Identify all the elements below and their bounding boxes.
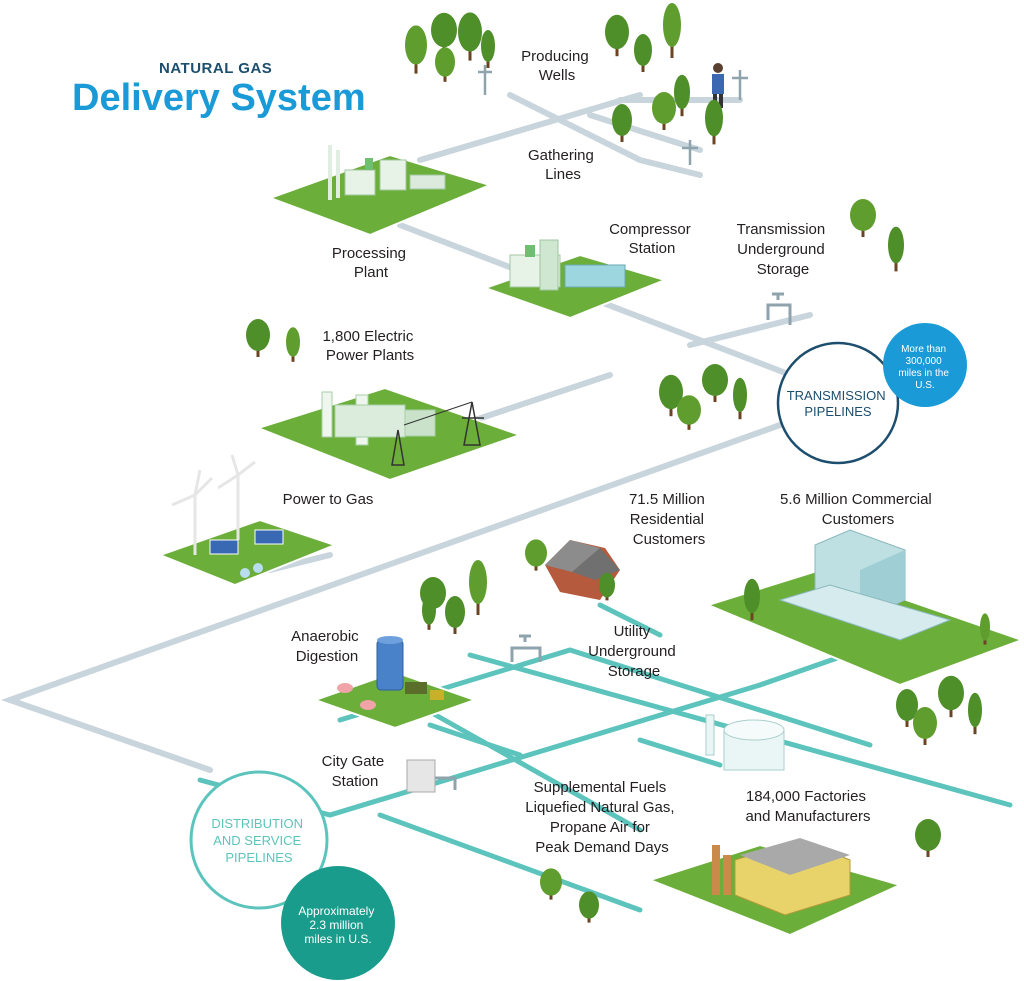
gathering-line-main bbox=[417, 92, 643, 163]
tree-icon bbox=[733, 377, 747, 420]
power-to-gas-ground bbox=[157, 518, 338, 587]
main-transmission-pipe bbox=[1, 422, 783, 773]
tree-icon bbox=[286, 327, 300, 362]
tree-icon bbox=[579, 891, 599, 923]
title-main: Delivery System bbox=[72, 77, 366, 119]
lng-tank-icon bbox=[705, 714, 785, 771]
tree-icon bbox=[705, 99, 723, 145]
lng-service-line bbox=[637, 737, 723, 768]
label-electric-power-plants: 1,800 Electric Power Plants bbox=[322, 328, 417, 364]
factory-icon bbox=[712, 838, 851, 916]
tree-icon bbox=[540, 868, 562, 900]
tree-icon bbox=[702, 364, 728, 402]
tree-icon bbox=[968, 692, 982, 735]
power-to-gas-icon bbox=[171, 454, 284, 578]
tree-icon bbox=[605, 14, 629, 57]
diagram-title: NATURAL GAS Delivery System bbox=[72, 60, 366, 119]
label-gathering-lines: Gathering Lines bbox=[528, 147, 598, 183]
power-plant-pipe bbox=[457, 372, 613, 428]
label-supplemental-fuels: Supplemental Fuels Liquefied Natural Gas… bbox=[525, 779, 678, 856]
tree-icon bbox=[634, 34, 652, 72]
tree-icon bbox=[469, 560, 487, 615]
gathering-line-branch-2 bbox=[587, 112, 703, 153]
tree-icon bbox=[445, 596, 465, 634]
tree-icon bbox=[599, 572, 615, 601]
tree-icon bbox=[896, 689, 918, 727]
label-producing-wells: Producing Wells bbox=[521, 48, 593, 84]
tree-icon bbox=[246, 319, 270, 357]
distribution-badge-label: Approximately 2.3 million miles in U.S. bbox=[298, 904, 377, 946]
compressor-station-icon bbox=[509, 239, 626, 291]
producing-wells-icon bbox=[478, 65, 748, 165]
anaerobic-digestion-ground bbox=[311, 670, 479, 730]
distribution-feed-2 bbox=[397, 692, 643, 833]
tree-icon bbox=[458, 12, 482, 61]
utility-storage-valve-icon bbox=[510, 634, 542, 662]
label-processing-plant: Processing Plant bbox=[332, 245, 410, 281]
tree-icon bbox=[431, 12, 457, 55]
tree-icon bbox=[915, 819, 941, 857]
tree-icon bbox=[405, 25, 427, 74]
tree-icon bbox=[659, 374, 683, 417]
transmission-ring bbox=[776, 341, 900, 465]
label-compressor-station: Compressor Station bbox=[609, 221, 695, 257]
anaerobic-digestion-icon bbox=[337, 636, 444, 710]
label-transmission-storage: Transmission Underground Storage bbox=[737, 221, 830, 278]
label-anaerobic-digestion: Anaerobic Digestion bbox=[291, 628, 363, 665]
tree-icon bbox=[481, 30, 495, 68]
digestion-service-line bbox=[427, 722, 523, 758]
transmission-ring-label: TRANSMISSION PIPELINES bbox=[787, 388, 890, 419]
label-factories: 184,000 Factories and Manufacturers bbox=[745, 788, 870, 825]
tree-icon bbox=[663, 3, 681, 58]
label-power-to-gas: Power to Gas bbox=[283, 491, 374, 508]
transmission-pipelines bbox=[1, 92, 833, 773]
gathering-line-branch-1 bbox=[507, 92, 703, 178]
transmission-storage-valve-icon bbox=[766, 292, 792, 325]
storage-spur-pipe bbox=[687, 312, 813, 348]
power-plant-icon bbox=[321, 391, 484, 466]
tree-icon bbox=[980, 613, 990, 645]
distribution-ring bbox=[189, 770, 329, 910]
commercial-building-icon bbox=[778, 529, 952, 641]
tree-icon bbox=[652, 92, 676, 130]
tree-icon bbox=[744, 578, 760, 621]
label-city-gate: City Gate Station bbox=[322, 753, 389, 790]
distribution-badge bbox=[281, 866, 395, 980]
label-utility-storage: Utility Underground Storage bbox=[588, 623, 680, 680]
transmission-badge-label: More than 300,000 miles in the U.S. bbox=[898, 344, 951, 391]
tree-icon bbox=[888, 226, 904, 272]
label-commercial: 5.6 Million Commercial Customers bbox=[780, 491, 936, 528]
facility-labels: Producing Wells Gathering Lines Processi… bbox=[283, 48, 936, 856]
tree-icon bbox=[422, 595, 436, 630]
trees bbox=[246, 3, 990, 923]
tree-icon bbox=[938, 675, 964, 718]
tree-icon bbox=[525, 539, 547, 571]
distribution-callout: DISTRIBUTION AND SERVICE PIPELINES Appro… bbox=[189, 770, 395, 980]
residential-service-line bbox=[597, 602, 663, 638]
tree-icon bbox=[913, 707, 937, 745]
tree-icon bbox=[850, 199, 876, 237]
distribution-ring-label: DISTRIBUTION AND SERVICE PIPELINES bbox=[211, 816, 306, 865]
processing-to-compressor-pipe bbox=[397, 222, 833, 393]
tree-icon bbox=[435, 47, 455, 82]
title-kicker: NATURAL GAS bbox=[159, 60, 272, 77]
transmission-badge bbox=[883, 323, 967, 407]
processing-plant-icon bbox=[328, 145, 446, 200]
tree-icon bbox=[612, 104, 632, 142]
tree-icon bbox=[677, 395, 701, 430]
label-residential: 71.5 Million Residential Customers bbox=[629, 491, 709, 548]
city-gate-station-icon bbox=[406, 759, 457, 793]
tree-icon bbox=[674, 74, 690, 117]
factory-service-line bbox=[377, 812, 643, 913]
transmission-callout: TRANSMISSION PIPELINES More than 300,000… bbox=[776, 323, 967, 465]
